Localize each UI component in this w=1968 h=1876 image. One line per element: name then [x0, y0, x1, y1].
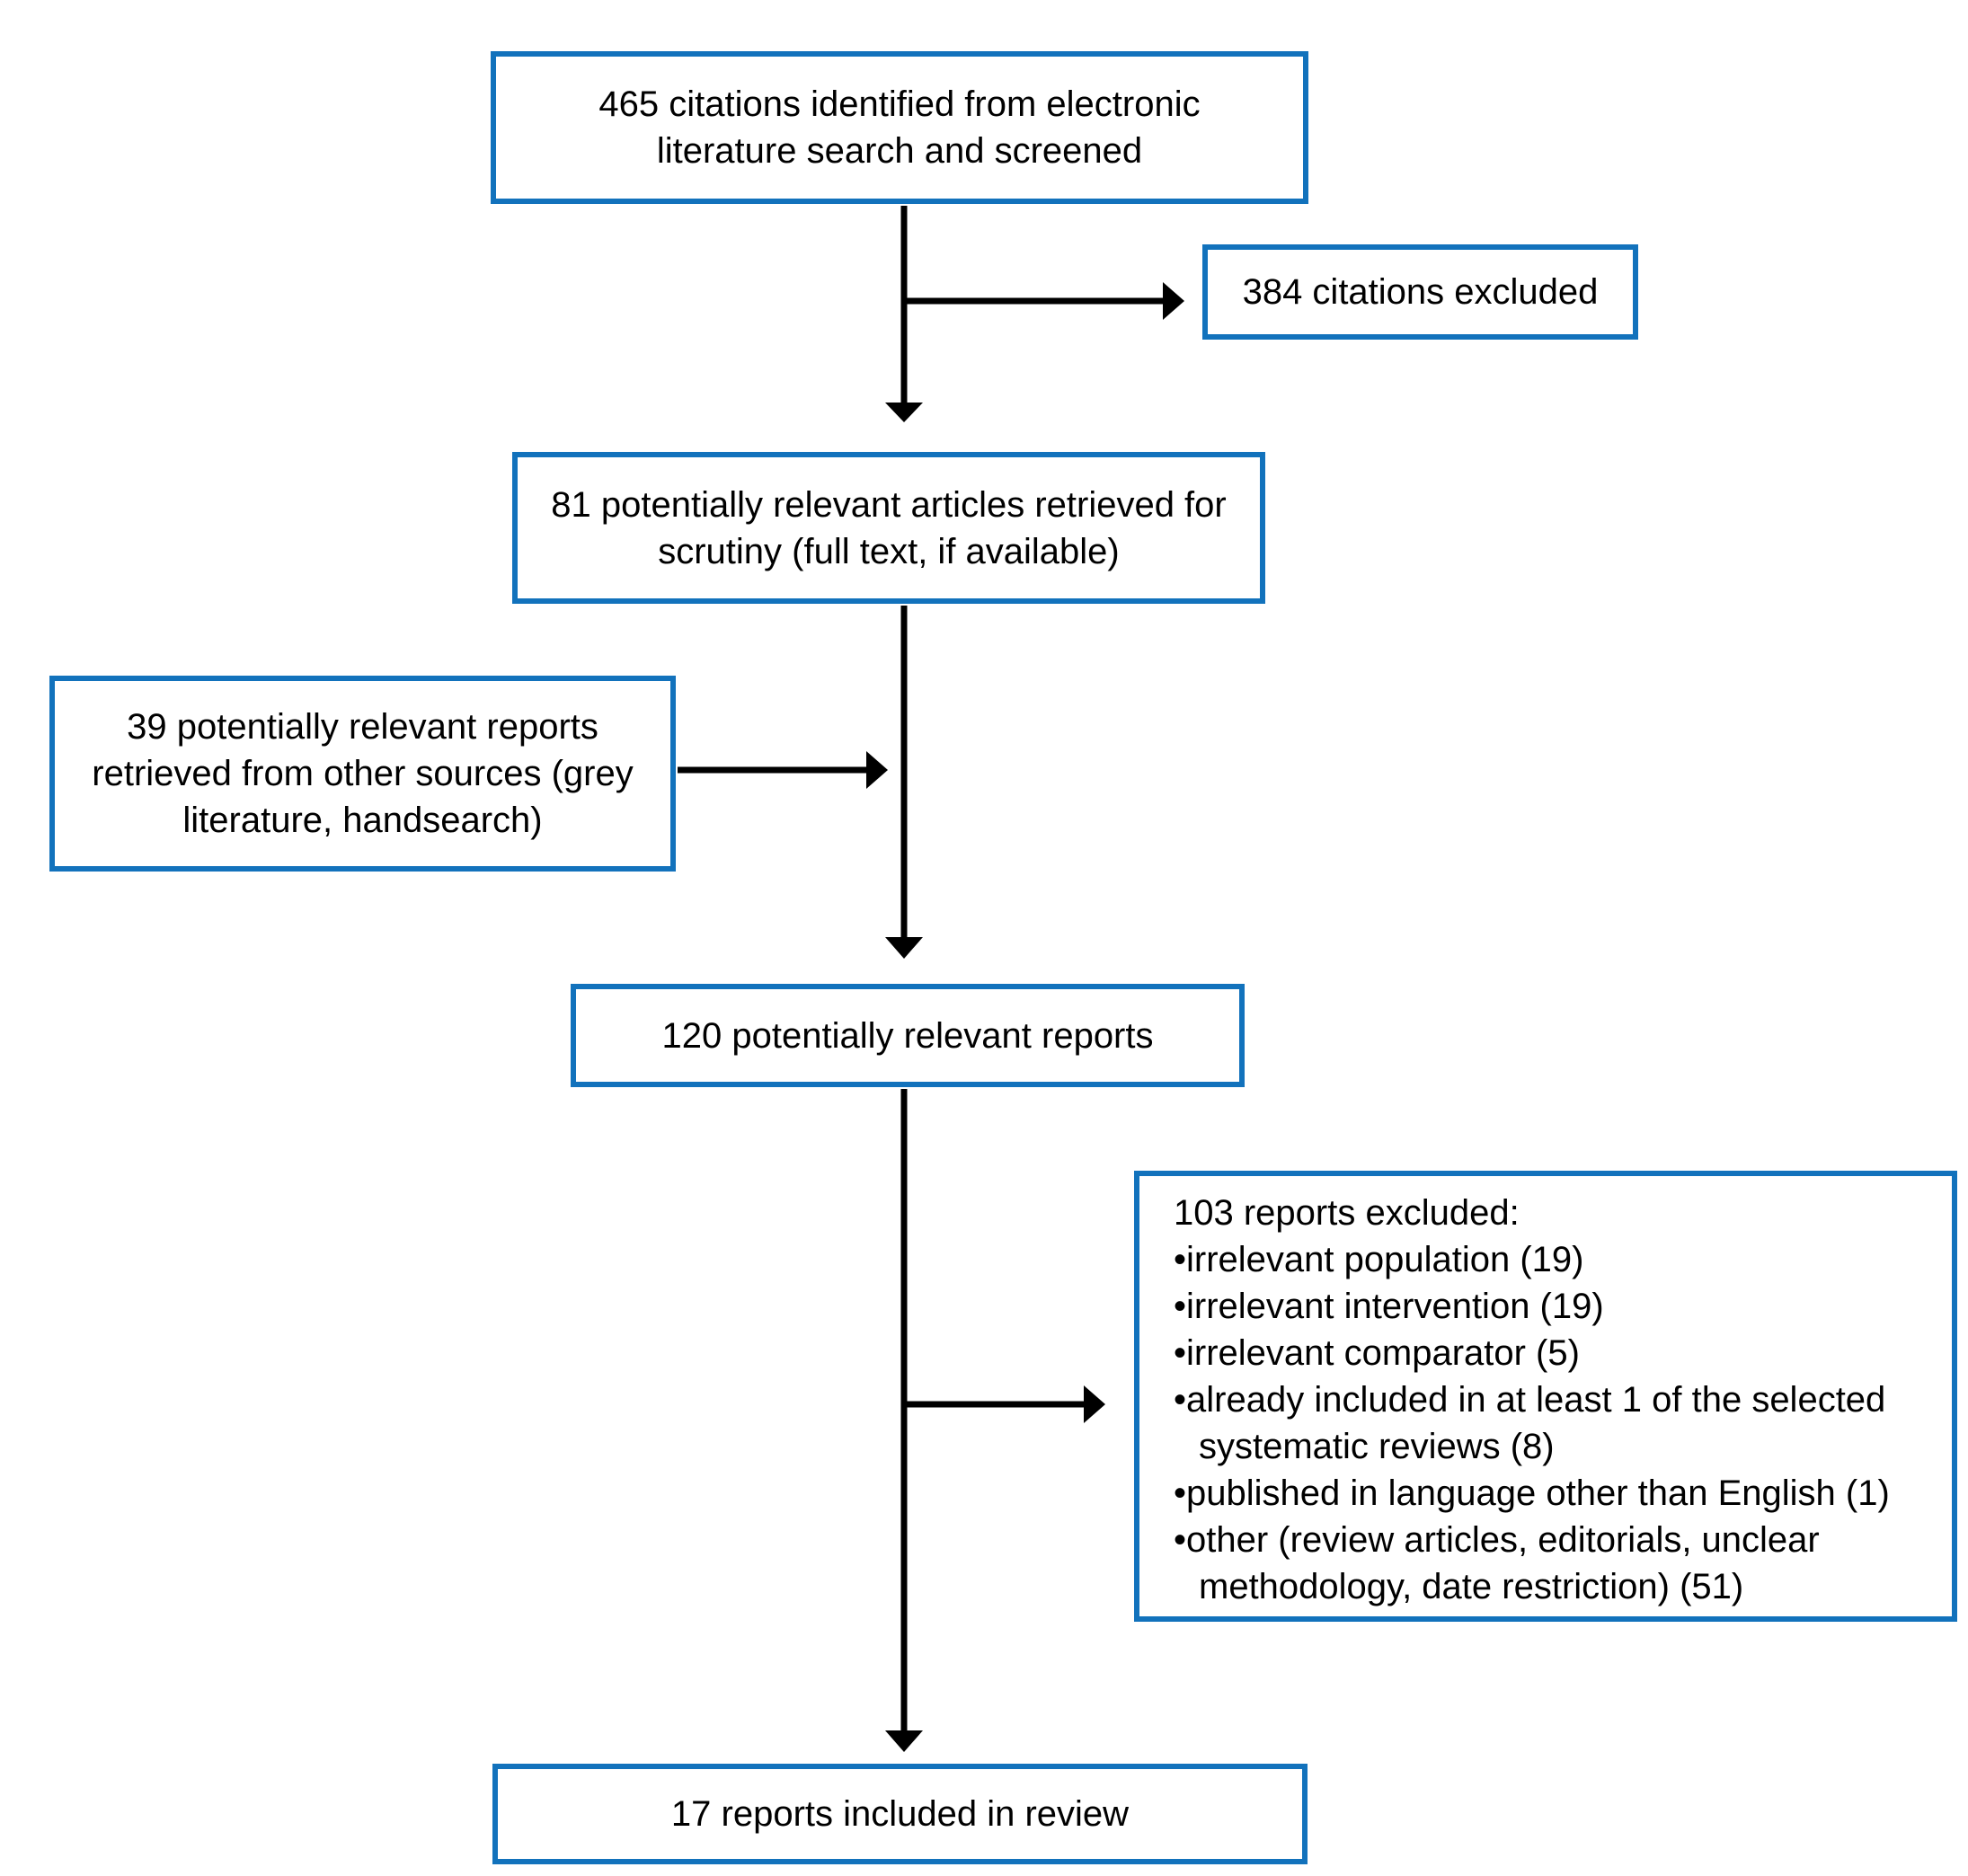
- exclusion-reason-list: irrelevant population (19) irrelevant in…: [1174, 1236, 1946, 1610]
- arrow-relevant-to-included: [885, 1089, 923, 1752]
- box-reports-excluded: 103 reports excluded: irrelevant populat…: [1134, 1171, 1957, 1622]
- exclusion-reason-item: published in language other than English…: [1174, 1470, 1946, 1517]
- arrow-to-excluded-reports: [901, 1385, 1105, 1423]
- box-citations-excluded-text: 384 citations excluded: [1242, 272, 1599, 312]
- exclusion-reason-item: other (review articles, editorials, uncl…: [1174, 1517, 1946, 1610]
- box-citations-identified: 465 citations identified from electronic…: [491, 51, 1308, 204]
- exclusion-reason-item: irrelevant population (19): [1174, 1236, 1946, 1283]
- box-relevant-reports-text: 120 potentially relevant reports: [661, 1015, 1154, 1056]
- box-relevant-reports: 120 potentially relevant reports: [571, 984, 1245, 1087]
- box-reports-included: 17 reports included in review: [492, 1764, 1308, 1864]
- arrow-other-sources-to-relevant: [678, 751, 888, 789]
- arrow-identified-to-retrieved: [885, 206, 923, 422]
- arrow-retrieved-to-relevant: [885, 606, 923, 959]
- box-other-sources: 39 potentially relevant reports retrieve…: [49, 676, 676, 872]
- box-articles-retrieved-text: 81 potentially relevant articles retriev…: [551, 484, 1227, 571]
- arrow-to-excluded-citations: [901, 282, 1184, 320]
- box-reports-included-text: 17 reports included in review: [670, 1794, 1130, 1834]
- exclusion-reason-item: irrelevant comparator (5): [1174, 1330, 1946, 1376]
- box-other-sources-text: 39 potentially relevant reports retrieve…: [92, 707, 634, 840]
- exclusion-reason-item: already included in at least 1 of the se…: [1174, 1376, 1946, 1470]
- box-articles-retrieved: 81 potentially relevant articles retriev…: [512, 452, 1265, 604]
- exclusion-reason-item: irrelevant intervention (19): [1174, 1283, 1946, 1330]
- box-reports-excluded-title: 103 reports excluded:: [1174, 1193, 1520, 1233]
- box-citations-excluded: 384 citations excluded: [1202, 244, 1638, 340]
- box-citations-identified-text: 465 citations identified from electronic…: [598, 84, 1201, 171]
